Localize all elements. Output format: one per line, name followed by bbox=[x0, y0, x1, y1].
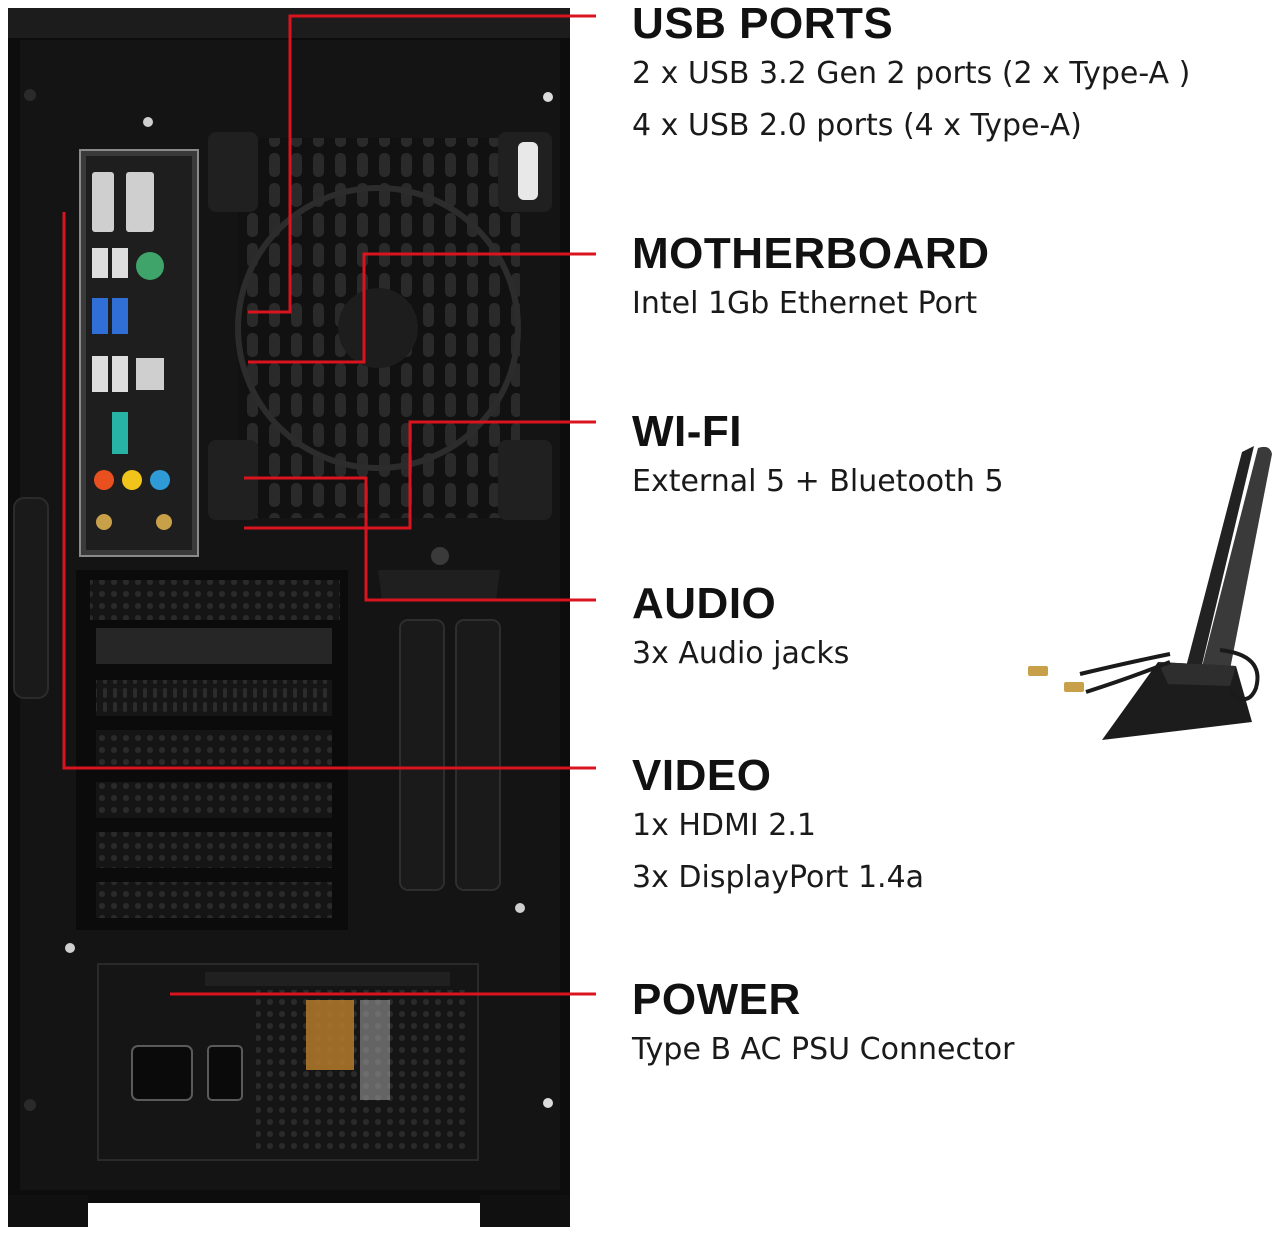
feature-video: VIDEO 1x HDMI 2.1 3x DisplayPort 1.4a bbox=[632, 752, 1272, 904]
feature-power: POWER Type B AC PSU Connector bbox=[632, 976, 1272, 1076]
feature-line: Intel 1Gb Ethernet Port bbox=[632, 286, 978, 321]
feature-title: WI-FI bbox=[632, 407, 743, 456]
wifi-antenna-icon bbox=[1028, 446, 1272, 740]
pc-tower-rear-icon bbox=[8, 8, 596, 1227]
callout-line-wifi bbox=[244, 420, 596, 530]
feature-motherboard: MOTHERBOARD Intel 1Gb Ethernet Port bbox=[632, 230, 1272, 330]
feature-line: 3x Audio jacks bbox=[632, 636, 850, 671]
fan-grille-icon bbox=[208, 132, 552, 520]
callout-line-audio bbox=[244, 476, 596, 602]
callout-line-motherboard bbox=[248, 252, 596, 364]
feature-title: AUDIO bbox=[632, 579, 777, 628]
feature-title: POWER bbox=[632, 975, 801, 1024]
feature-title: VIDEO bbox=[632, 751, 772, 800]
feature-line: 1x HDMI 2.1 bbox=[632, 808, 817, 843]
feature-wifi: WI-FI External 5 + Bluetooth 5 bbox=[632, 408, 1272, 508]
callout-lines bbox=[62, 14, 596, 996]
feature-line: Type B AC PSU Connector bbox=[632, 1032, 1015, 1067]
feature-audio: AUDIO 3x Audio jacks bbox=[632, 580, 1272, 680]
callout-line-usb bbox=[248, 14, 596, 314]
feature-line: 3x DisplayPort 1.4a bbox=[632, 860, 925, 895]
feature-line: 2 x USB 3.2 Gen 2 ports (2 x Type-A ) bbox=[632, 56, 1191, 91]
io-shield bbox=[79, 149, 199, 557]
feature-title: USB PORTS bbox=[632, 0, 894, 48]
expansion-slots bbox=[76, 547, 501, 930]
feature-line: 4 x USB 2.0 ports (4 x Type-A) bbox=[632, 108, 1082, 143]
feature-line: External 5 + Bluetooth 5 bbox=[632, 464, 1004, 499]
callout-line-video bbox=[62, 212, 596, 770]
feature-usb-ports: USB PORTS 2 x USB 3.2 Gen 2 ports (2 x T… bbox=[632, 0, 1272, 152]
feature-title: MOTHERBOARD bbox=[632, 229, 990, 278]
power-supply-icon bbox=[97, 963, 479, 1161]
